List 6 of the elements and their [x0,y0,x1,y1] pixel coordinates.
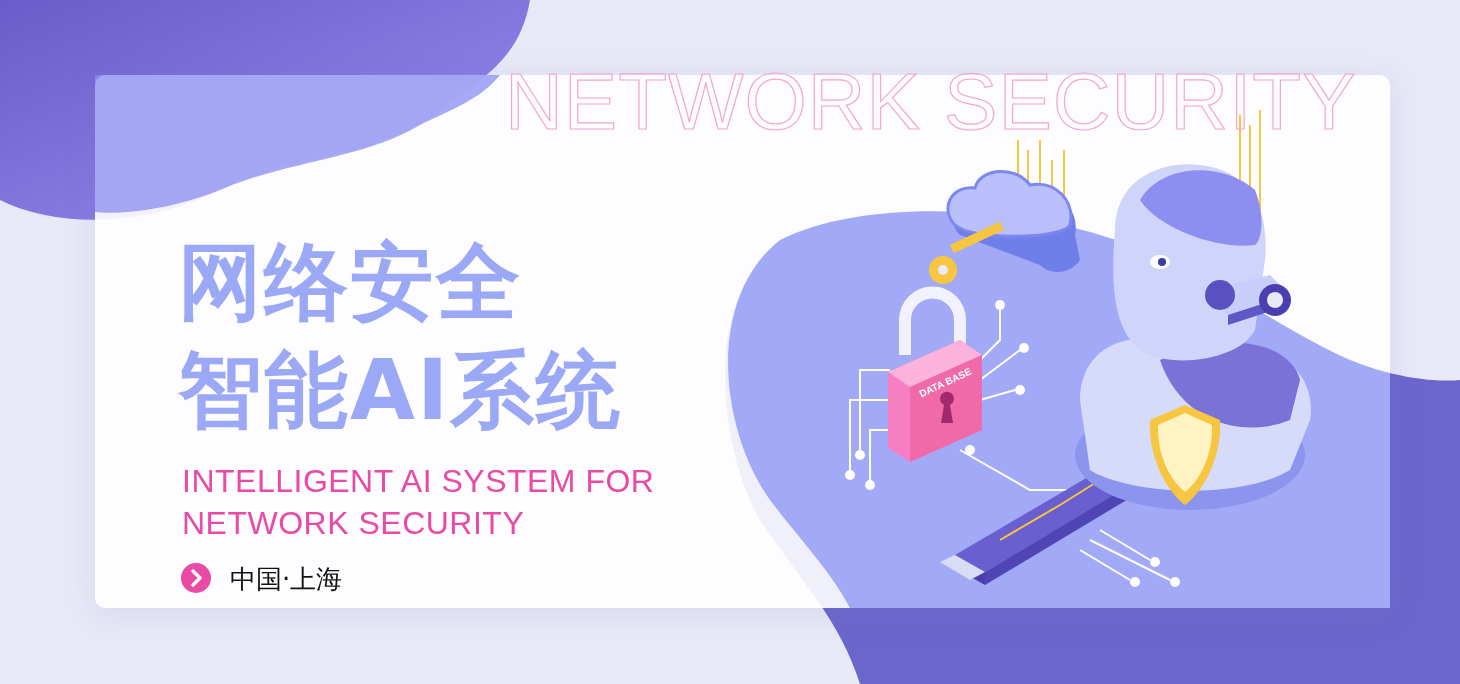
outline-heading: NETWORK SECURITY [505,62,1357,142]
subtitle: INTELLIGENT AI SYSTEM FOR NETWORK SECURITY [182,462,656,543]
lock-label: DATA BASE [917,365,974,400]
main-heading: 智能AI系统 [178,348,623,432]
location-text: 中国·上海 [230,563,343,596]
main-heading: 网络安全 [178,240,522,324]
